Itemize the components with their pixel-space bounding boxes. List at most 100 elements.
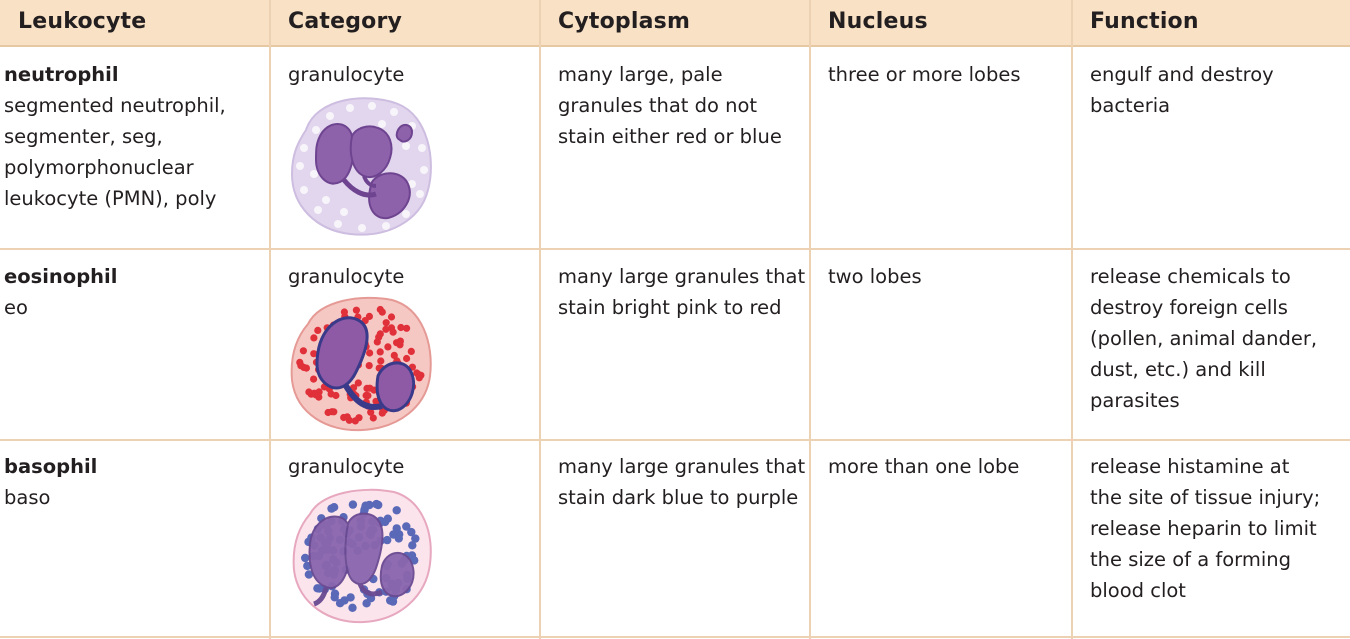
granule — [411, 534, 420, 543]
granule — [335, 599, 345, 608]
category-label: granulocyte — [288, 455, 405, 478]
granule — [407, 527, 416, 537]
table-row-eosinophil-function: release chemicals to destroy foreign cel… — [1090, 261, 1317, 416]
granule — [396, 337, 404, 345]
granule — [340, 413, 348, 422]
granule — [366, 349, 374, 357]
granule — [362, 599, 371, 608]
function-text: release chemicals to — [1090, 265, 1291, 288]
granule — [366, 384, 374, 392]
table-row-neutrophil-function: engulf and destroy bacteria — [1090, 59, 1274, 121]
granule — [362, 391, 370, 400]
function-text: dust, etc.) and kill — [1090, 358, 1266, 381]
granule — [402, 522, 411, 531]
cytoplasm-text: many large granules that — [558, 265, 806, 288]
header-cell-category: Category — [270, 0, 540, 47]
granule — [310, 350, 318, 358]
leukocyte-name: eosinophil — [4, 265, 118, 288]
granule — [367, 408, 375, 416]
nucleus-text: two lobes — [828, 265, 922, 288]
header-nucleus: Nucleus — [828, 9, 928, 34]
granule — [375, 333, 383, 341]
granule — [374, 500, 383, 510]
granule — [389, 328, 397, 336]
header-cell-leukocyte: Leukocyte — [0, 0, 270, 47]
cytoplasm-text: stain dark blue to purple — [558, 486, 799, 509]
header-function: Function — [1090, 9, 1199, 34]
function-text: blood clot — [1090, 579, 1186, 602]
row-divider — [0, 439, 1350, 441]
function-text: destroy foreign cells — [1090, 296, 1288, 319]
granule — [397, 323, 405, 332]
leukocyte-alias: polymorphonuclear — [4, 156, 194, 179]
granule — [387, 313, 396, 321]
granule — [355, 414, 363, 422]
granule — [382, 325, 390, 333]
granule — [301, 553, 310, 563]
eosinophil-cell-illustration — [290, 296, 432, 432]
cytoplasm-text: granules that do not — [558, 94, 758, 117]
table-row-neutrophil-cytoplasm: many large, pale granules that do not st… — [558, 59, 782, 152]
granule — [329, 503, 339, 512]
header-leukocyte: Leukocyte — [18, 9, 147, 34]
function-text: the size of a forming — [1090, 548, 1291, 571]
column-divider — [539, 0, 541, 639]
granule — [330, 408, 338, 416]
header-cytoplasm: Cytoplasm — [558, 9, 691, 34]
granule — [365, 500, 374, 510]
header-cell-cytoplasm: Cytoplasm — [540, 0, 810, 47]
table-row-neutrophil-nucleus: three or more lobes — [828, 59, 1021, 90]
function-text: the site of tissue injury; — [1090, 486, 1321, 509]
granule — [348, 500, 358, 509]
granule — [305, 388, 313, 396]
granule — [348, 603, 357, 612]
granule — [299, 347, 307, 355]
cytoplasm-text: many large, pale — [558, 63, 723, 86]
table-row-eosinophil-leukocyte: eosinophil eo — [4, 261, 117, 323]
granule — [352, 306, 360, 314]
granule — [382, 319, 390, 327]
granule — [312, 391, 320, 399]
table-row-basophil-leukocyte: basophil baso — [4, 451, 97, 513]
nucleus-text: more than one lobe — [828, 455, 1020, 478]
column-divider — [269, 0, 271, 639]
granule — [377, 357, 385, 365]
granule — [365, 362, 373, 370]
table-row-eosinophil-nucleus: two lobes — [828, 261, 922, 292]
function-text: engulf and destroy — [1090, 63, 1274, 86]
category-label: granulocyte — [288, 265, 405, 288]
granule — [340, 308, 348, 316]
neutrophil-cell-illustration — [290, 97, 432, 236]
function-text: release histamine at — [1090, 455, 1290, 478]
leukocyte-name: neutrophil — [4, 63, 119, 86]
table-row-neutrophil-category: granulocyte — [288, 59, 404, 90]
granule — [403, 354, 411, 363]
granule — [383, 535, 392, 545]
granule — [392, 506, 401, 515]
leukocyte-alias: segmenter, seg, — [4, 125, 163, 148]
function-text: bacteria — [1090, 94, 1171, 117]
column-divider — [809, 0, 811, 639]
table-row-basophil-nucleus: more than one lobe — [828, 451, 1019, 482]
granule — [354, 379, 362, 387]
granule — [345, 416, 353, 424]
function-text: parasites — [1090, 389, 1180, 412]
leukocyte-name: basophil — [4, 455, 98, 478]
granule — [332, 391, 340, 400]
table-row-eosinophil-cytoplasm: many large granules that stain bright pi… — [558, 261, 805, 323]
leukocyte-alias: leukocyte (PMN), poly — [4, 187, 217, 210]
table-row-eosinophil-category: granulocyte — [288, 261, 404, 292]
header-cell-function: Function — [1072, 0, 1350, 47]
granule — [380, 517, 390, 527]
granule — [310, 375, 318, 383]
basophil-cell-illustration — [292, 488, 432, 624]
granule — [394, 534, 403, 543]
category-label: granulocyte — [288, 63, 405, 86]
leukocyte-alias: baso — [4, 486, 51, 509]
granule — [369, 414, 377, 422]
header-category: Category — [288, 9, 403, 34]
granule — [413, 369, 421, 377]
leukocyte-alias: segmented neutrophil, — [4, 94, 226, 117]
granule — [408, 541, 417, 550]
